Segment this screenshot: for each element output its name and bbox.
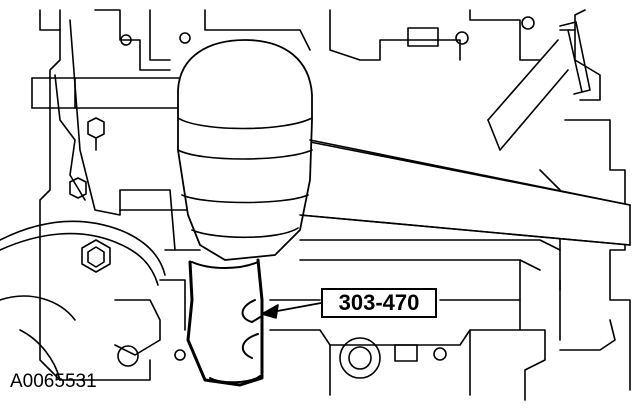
figure-id-label: A0065531: [10, 371, 97, 392]
casting-lower-left: [114, 279, 186, 367]
lever-bar: [487, 21, 591, 151]
tool-number-callout: 303-470: [321, 288, 437, 318]
shaft-rod: [31, 77, 201, 109]
mallet-icon: [177, 39, 631, 261]
hose-curve: [0, 220, 166, 381]
bolt-left: [69, 117, 105, 199]
callout-leader: [261, 302, 322, 319]
boss-lower-center: [339, 337, 447, 379]
seal-installer-icon: [186, 258, 264, 387]
bolt-hex-lower-left: [81, 239, 111, 273]
